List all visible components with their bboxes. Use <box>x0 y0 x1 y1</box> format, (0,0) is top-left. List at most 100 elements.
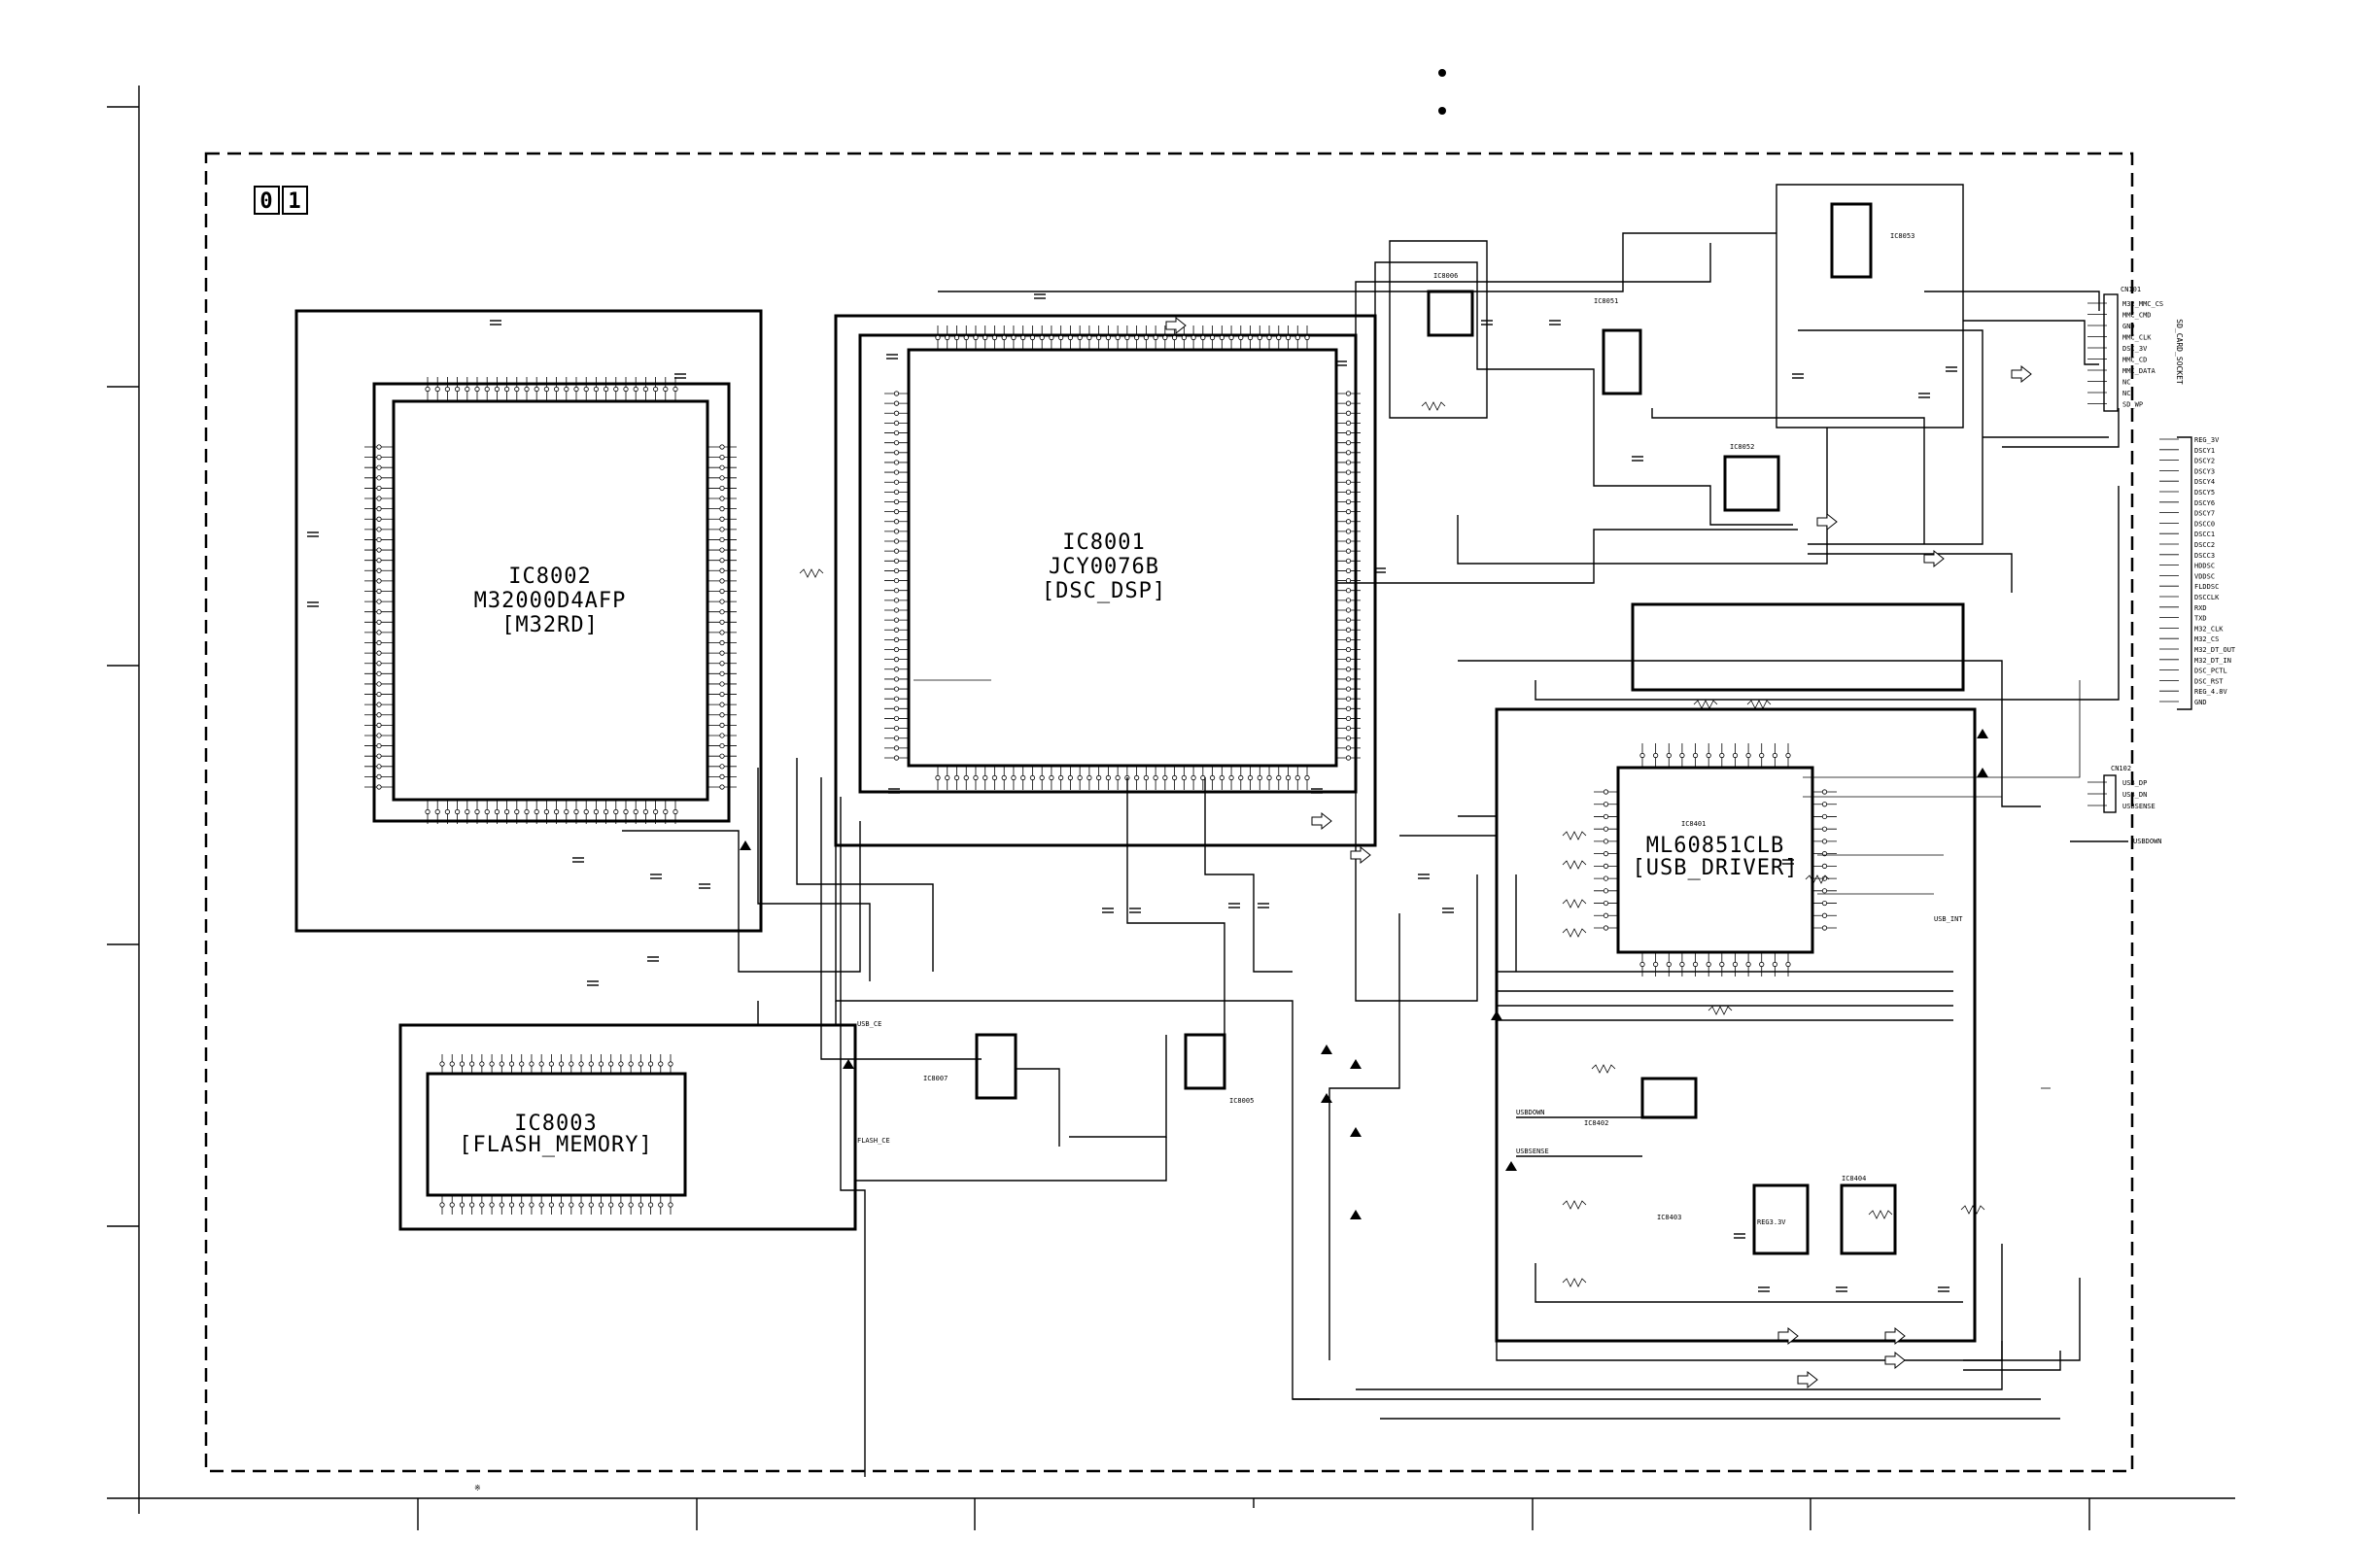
pin-dot <box>673 808 678 815</box>
pin-dot <box>376 558 382 564</box>
ic8003-chip <box>426 1072 687 1197</box>
pin-dot <box>1011 774 1017 781</box>
pin-dot <box>719 588 725 595</box>
pin-dot <box>376 578 382 584</box>
pin-dot <box>668 1061 673 1067</box>
ic8402-block: IC8402 <box>1584 1077 1698 1127</box>
pin-dot <box>719 702 725 707</box>
pin-dot <box>1134 334 1140 341</box>
pin-dot <box>444 386 450 393</box>
pin-dot <box>642 808 649 815</box>
pin-dot <box>569 1202 574 1208</box>
pin-dot <box>893 657 900 663</box>
pin-dot <box>1345 420 1352 427</box>
pin-dot <box>719 630 725 635</box>
right-bus-pin-label: M32_DT_IN <box>2194 657 2231 665</box>
ic8002-block: IC8002 M32000D4AFP [M32RD] <box>294 309 763 933</box>
ic8007-block: IC8007 <box>923 1033 1018 1100</box>
pin-dot <box>719 670 725 676</box>
pin-dot <box>489 1061 495 1067</box>
right-bus-pin-label: DSCY4 <box>2194 478 2215 486</box>
pin-dot <box>1692 961 1699 968</box>
pin-dot <box>439 1061 445 1067</box>
pin-dot <box>893 725 900 732</box>
pin-dot <box>583 808 589 815</box>
pin-dot <box>973 774 979 781</box>
pin-dot <box>1238 774 1244 781</box>
pin-dot <box>647 1202 654 1208</box>
pin-dot <box>603 386 609 393</box>
right-bus-pin-label: DSCC3 <box>2194 552 2215 560</box>
pin-dot <box>719 712 725 718</box>
pin-dot <box>1294 334 1300 341</box>
pin-dot <box>668 1202 673 1208</box>
pin-dot <box>1653 961 1659 968</box>
pin-dot <box>1115 334 1121 341</box>
pin-dot <box>1115 774 1121 781</box>
pin-dot <box>559 1061 565 1067</box>
pin-dot <box>1603 888 1609 894</box>
pin-dot <box>1745 961 1751 968</box>
pin-dot <box>479 1061 485 1067</box>
ic8053-block: IC8053 <box>1776 184 1964 428</box>
pin-dot <box>1096 334 1102 341</box>
cn101-title: SD_CARD_SOCKET <box>2175 319 2184 385</box>
pin-dot <box>1639 961 1645 968</box>
pin-dot <box>628 1202 634 1208</box>
pin-dot <box>1209 774 1216 781</box>
pin-dot <box>376 464 382 470</box>
pin-dot <box>1745 752 1751 759</box>
pin-dot <box>1603 863 1609 869</box>
pin-dot <box>489 1202 495 1208</box>
pin-dot <box>454 386 461 393</box>
pin-dot <box>893 676 900 682</box>
pin-dot <box>893 736 900 741</box>
pin-dot <box>1603 900 1609 907</box>
pin-dot <box>499 1061 504 1067</box>
pin-dot <box>425 386 431 393</box>
pin-dot <box>588 1061 594 1067</box>
bus-arrow <box>1884 1326 1906 1346</box>
resistor <box>1693 700 1718 709</box>
cn101-pin-label: SD_WP <box>2122 401 2143 409</box>
pin-dot <box>893 617 900 623</box>
pin-dot <box>719 506 725 512</box>
pin-dot <box>1719 961 1725 968</box>
pin-dot <box>474 386 480 393</box>
pin-dot <box>548 1061 554 1067</box>
pin-dot <box>376 547 382 553</box>
bus-arrow <box>1816 512 1838 531</box>
right-bus-pin-label: REG_4.8V <box>2194 688 2228 696</box>
pin-dot <box>1190 774 1196 781</box>
pin-dot <box>376 702 382 707</box>
pin-dot <box>1219 774 1224 781</box>
cn101-pin-label: GND <box>2122 323 2135 330</box>
pin-dot <box>991 774 998 781</box>
pin-dot <box>893 598 900 603</box>
bus-arrow <box>1977 729 1988 738</box>
pin-dot <box>1345 391 1352 396</box>
pin-dot <box>1345 627 1352 633</box>
pin-dot <box>538 1061 544 1067</box>
pin-dot <box>1345 667 1352 672</box>
pin-dot <box>945 334 950 341</box>
pin-dot <box>1639 752 1645 759</box>
pin-dot <box>1732 961 1739 968</box>
ic8401-block: ML60851CLB [USB_DRIVER] IC8401 <box>1495 602 1977 1343</box>
pin-dot <box>376 742 382 749</box>
bus-arrow <box>1884 1351 1906 1370</box>
pin-dot <box>1706 961 1711 968</box>
pin-dot <box>449 1202 455 1208</box>
passive-components <box>307 293 2032 1389</box>
bus-arrow <box>1350 1210 1362 1219</box>
pin-dot <box>1276 774 1282 781</box>
pin-dot <box>719 464 725 470</box>
pin-dot <box>1345 440 1352 446</box>
pin-dot <box>1345 696 1352 702</box>
pin-dot <box>1345 745 1352 751</box>
pin-dot <box>1219 334 1224 341</box>
pin-dot <box>1821 912 1828 918</box>
pin-dot <box>893 460 900 465</box>
pin-dot <box>719 536 725 543</box>
section-label-box: 0 1 <box>254 186 308 215</box>
